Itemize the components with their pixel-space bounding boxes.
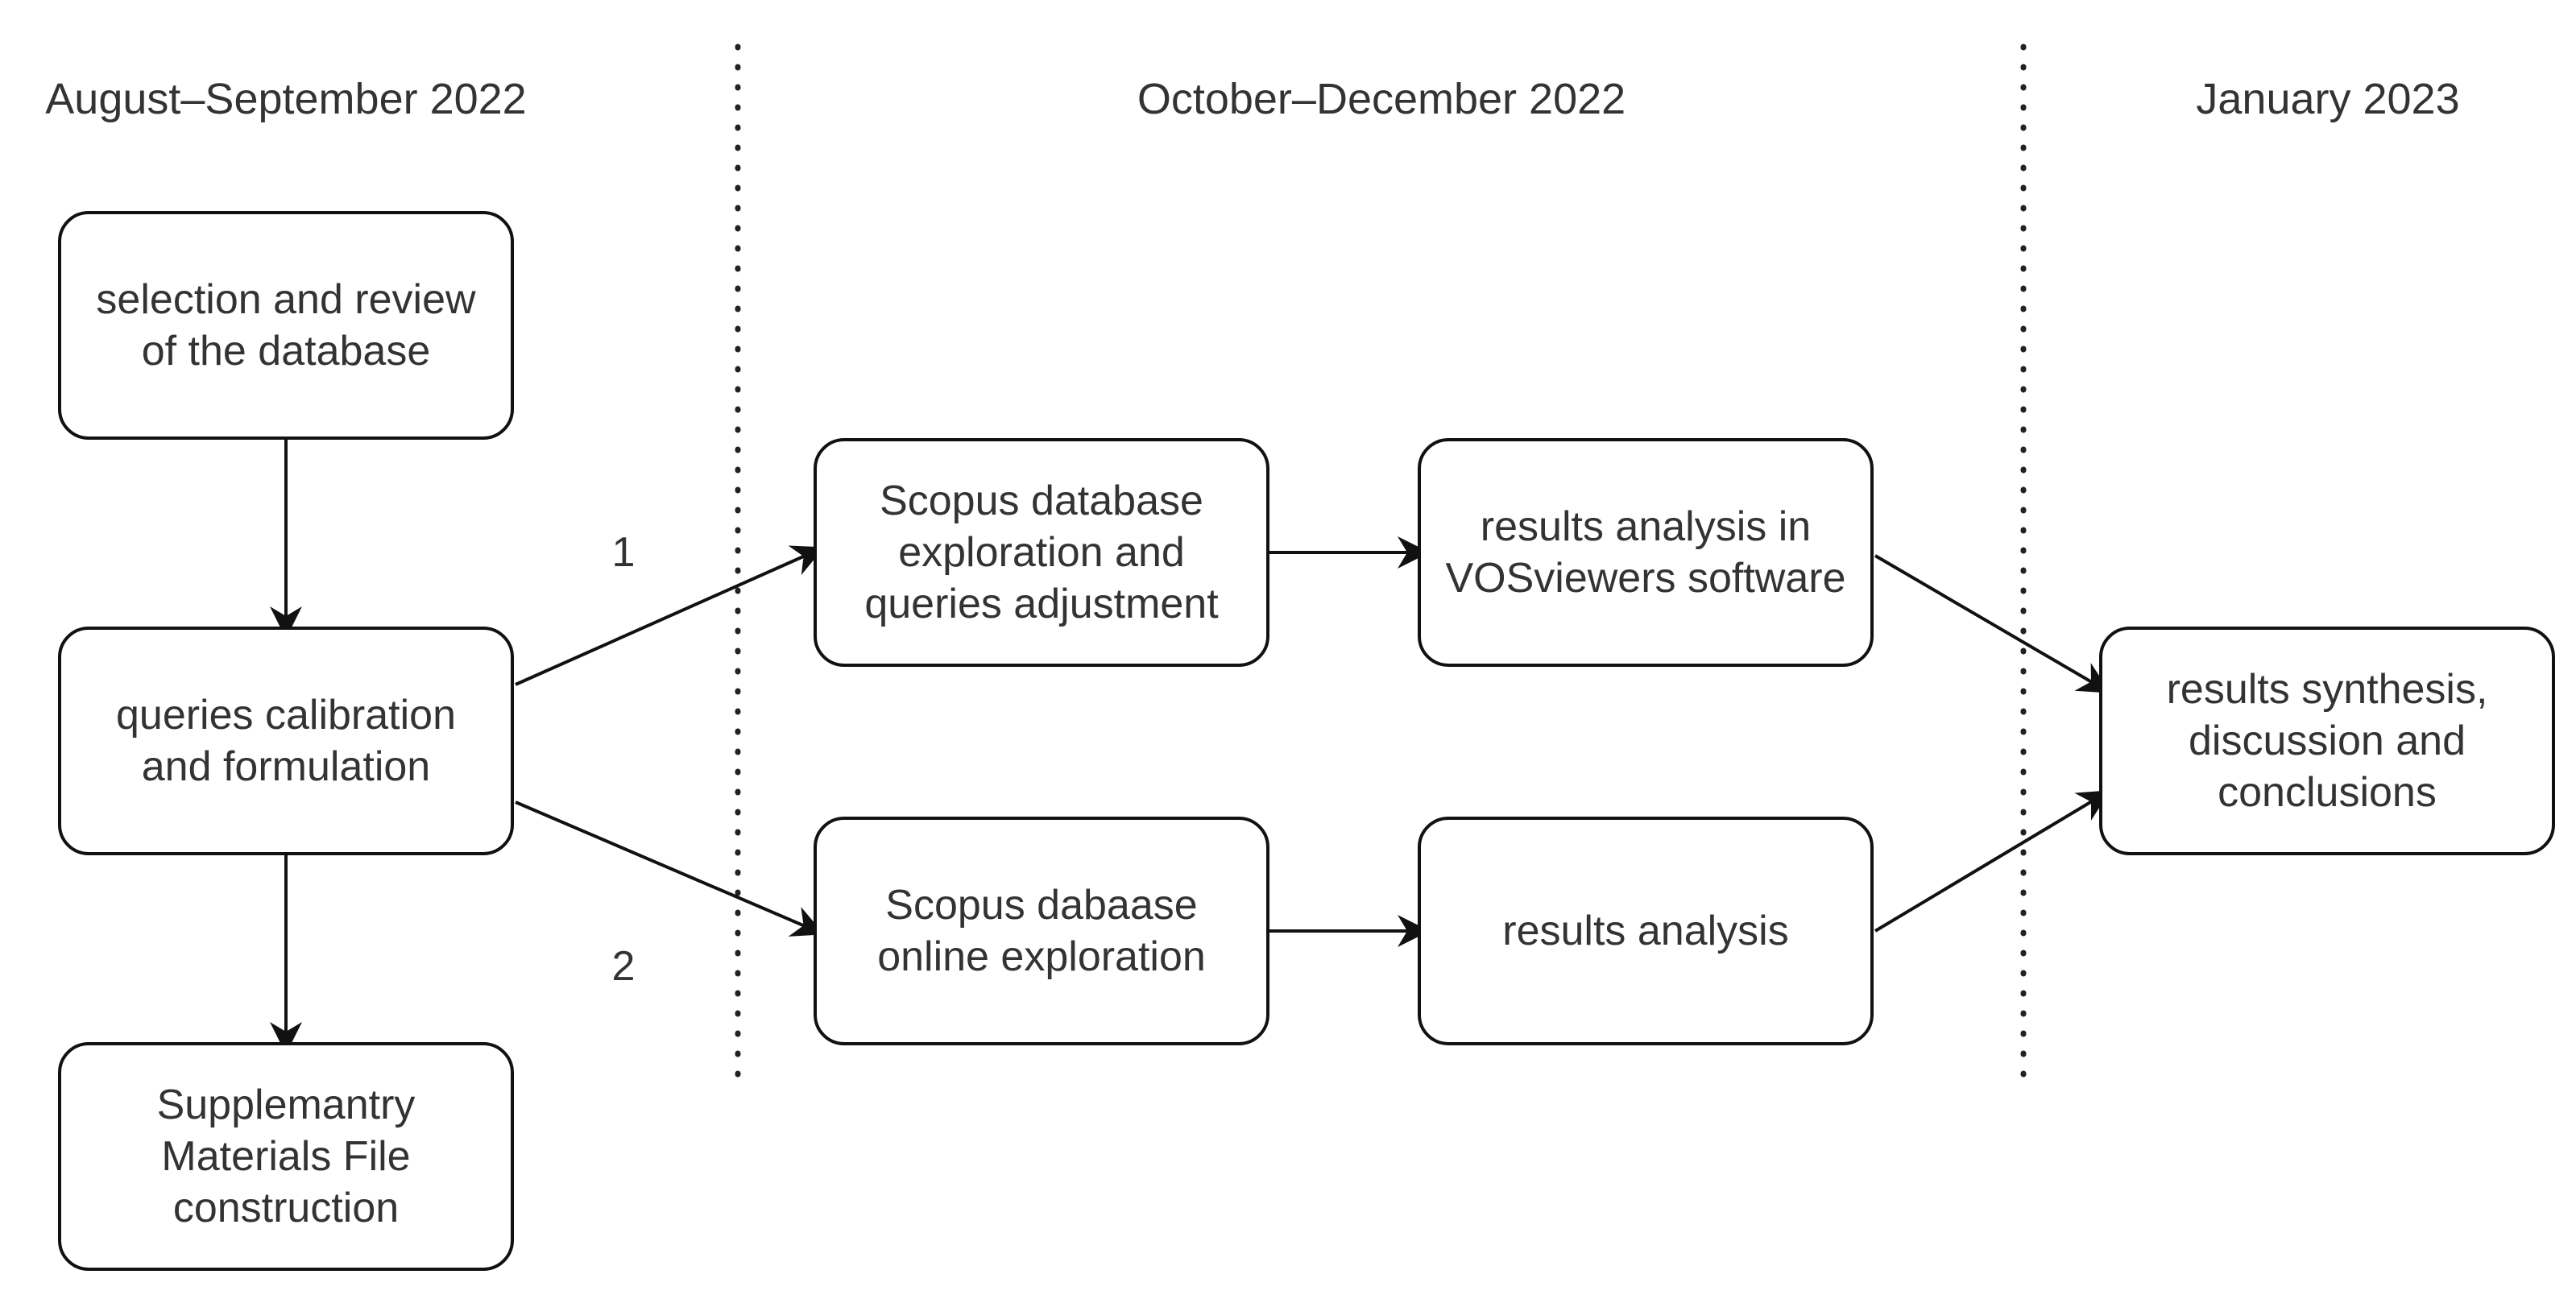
box-results-synthesis: results synthesis, discussion and conclu… bbox=[2099, 627, 2555, 855]
period-header-oct-dec: October–December 2022 bbox=[1137, 75, 1626, 123]
box-selection-review: selection and review of the database bbox=[58, 211, 514, 440]
period-header-jan: January 2023 bbox=[2196, 75, 2460, 123]
box-results-analysis: results analysis bbox=[1418, 817, 1874, 1045]
box-selection-review-label: selection and review of the database bbox=[96, 276, 476, 374]
arrow-vos-to-synthesis bbox=[1874, 554, 2111, 693]
box-scopus-exploration: Scopus database exploration and queries … bbox=[814, 438, 1269, 667]
arrow-calibration-to-scopus-explore bbox=[515, 545, 825, 686]
path-label-1: 1 bbox=[611, 529, 636, 576]
path-label-2: 2 bbox=[611, 943, 636, 990]
box-results-analysis-label: results analysis bbox=[1502, 908, 1789, 954]
arrow-calibration-to-scopus-online bbox=[515, 801, 825, 937]
box-queries-calibration: queries calibration and formulation bbox=[58, 627, 514, 855]
box-supplementary-materials-label: Supplemantry Materials File construction bbox=[156, 1082, 416, 1231]
box-vosviewer-analysis: results analysis in VOSviewers software bbox=[1418, 438, 1874, 667]
box-scopus-exploration-label: Scopus database exploration and queries … bbox=[864, 478, 1219, 627]
box-scopus-online-label: Scopus dabaase online exploration bbox=[877, 882, 1206, 980]
period-header-aug-sep: August–September 2022 bbox=[45, 75, 527, 123]
box-vosviewer-analysis-label: results analysis in VOSviewers software bbox=[1445, 503, 1846, 602]
box-supplementary-materials: Supplemantry Materials File construction bbox=[58, 1042, 514, 1271]
box-scopus-online: Scopus dabaase online exploration bbox=[814, 817, 1269, 1045]
box-queries-calibration-label: queries calibration and formulation bbox=[115, 692, 457, 790]
box-results-synthesis-label: results synthesis, discussion and conclu… bbox=[2166, 666, 2488, 816]
arrow-results-to-synthesis bbox=[1874, 790, 2111, 933]
